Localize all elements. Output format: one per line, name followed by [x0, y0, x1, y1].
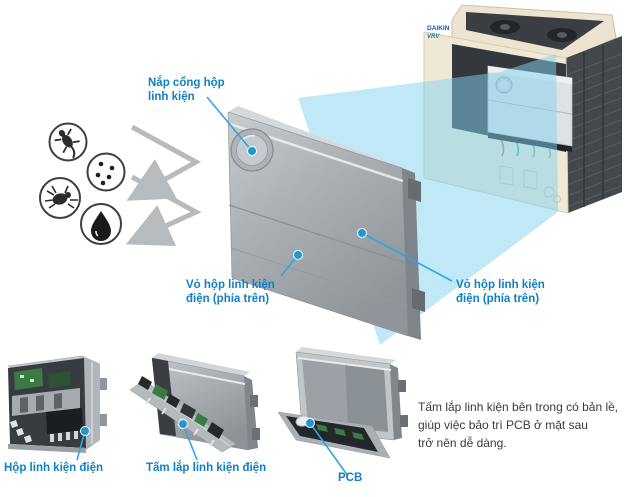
plate-components [138, 376, 224, 439]
gecko-icon [48, 122, 88, 162]
vrv-logo: VRV [427, 34, 440, 40]
mounting-tab [412, 288, 425, 312]
lid-seam [228, 204, 407, 264]
terminal-block [46, 408, 83, 434]
mounting-tab [408, 178, 421, 202]
water-drop-icon [80, 203, 122, 245]
pcb-illustration [277, 347, 408, 459]
callout-lines [76, 96, 453, 477]
unit-side-grille [566, 36, 622, 213]
box-top-face [228, 106, 412, 171]
label-cover-left: Vỏ hộp linh kiện điện (phía trên) [186, 279, 275, 305]
hazard-icons [39, 122, 126, 245]
label-electrical-box: Hộp linh kiện điện [4, 462, 104, 474]
daikin-logo: DAIKIN [427, 25, 450, 32]
mounting-plate-illustration [129, 353, 260, 453]
deflection-arrows [125, 124, 202, 246]
deflect-arrow [126, 124, 202, 201]
pcb-board [14, 368, 43, 390]
dust-particles-icon [86, 152, 126, 192]
label-pcb: PCB [338, 472, 363, 484]
label-mounting-plate: Tấm lắp linh kiện điện [146, 462, 267, 474]
hinge-note: Tấm lắp linh kiện bên trong có bản lề, g… [418, 400, 619, 450]
label-cover-right: Vỏ hộp linh kiện điện (phía trên) [456, 279, 545, 305]
mite-icon [39, 177, 81, 219]
deflect-arrow [125, 174, 202, 246]
callout-dots [80, 146, 367, 436]
electrical-box-open-illustration [7, 355, 107, 453]
label-port-cover: Nắp cổng hộp linh kiện [148, 77, 225, 103]
